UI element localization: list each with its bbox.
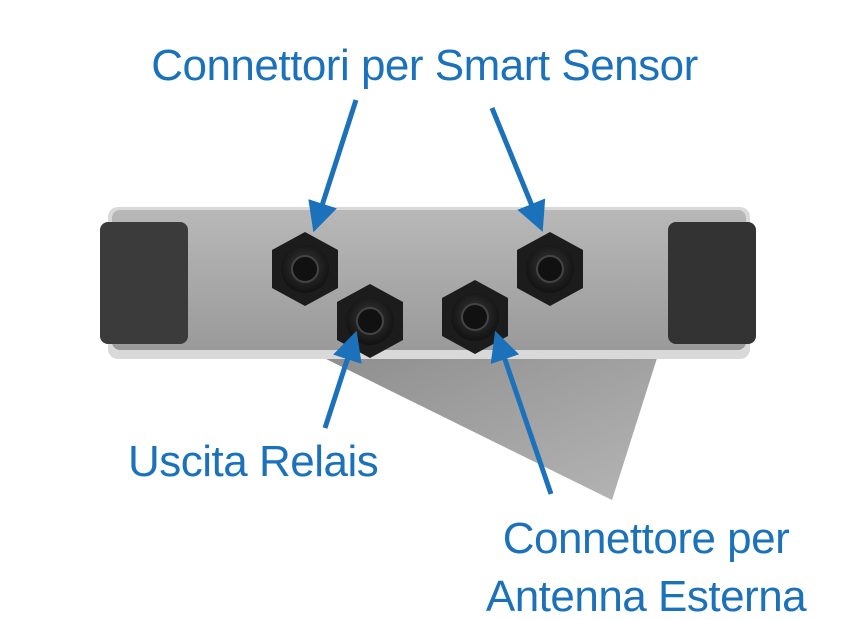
arrow-smart-sensor-left: [308, 99, 359, 233]
mounting-bracket: [318, 355, 658, 500]
arrow-relay-output: [322, 330, 362, 429]
left-end-cap: [100, 222, 188, 344]
label-antenna-line1: Connettore per: [502, 514, 790, 563]
label-smart-sensor-connectors: Connettori per Smart Sensor: [151, 41, 698, 90]
connector-external-antenna: [442, 280, 508, 354]
right-end-cap: [668, 222, 756, 344]
label-relay-output: Uscita Relais: [128, 437, 379, 486]
arrow-smart-sensor-right: [489, 107, 546, 232]
label-antenna-line2: Antenna Esterna: [485, 572, 807, 620]
connector-smart-sensor-1: [272, 232, 338, 306]
label-antenna-connector: Connettore per Antenna Esterna: [476, 510, 816, 620]
connector-smart-sensor-2: [517, 232, 583, 306]
arrow-antenna: [490, 330, 554, 495]
